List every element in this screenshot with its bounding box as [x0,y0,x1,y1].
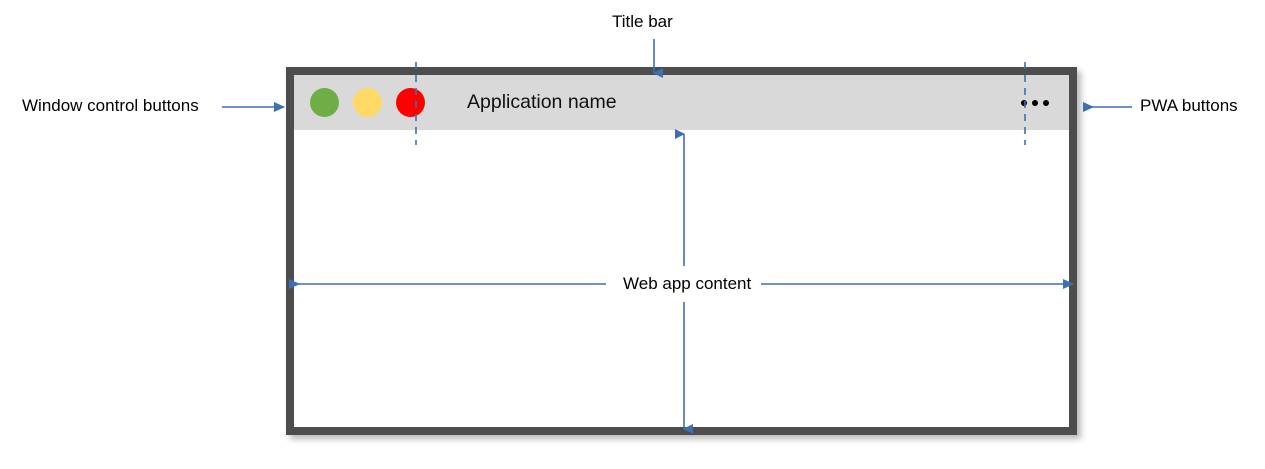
window-control-buttons [310,88,425,117]
ellipsis-dot [1032,99,1038,106]
application-window: Application name [286,67,1077,435]
title-bar[interactable]: Application name [294,75,1069,130]
ellipsis-dot [1043,99,1049,106]
maximize-button-icon[interactable] [396,88,425,117]
annotation-label-window-controls: Window control buttons [22,96,199,115]
annotation-label-title-bar: Title bar [612,12,673,31]
ellipsis-dot [1021,99,1027,106]
annotation-label-pwa-buttons: PWA buttons [1140,96,1238,115]
pwa-ellipsis-icon[interactable] [1013,94,1057,112]
application-title: Application name [467,91,617,113]
annotation-label-web-app-content: Web app content [613,274,762,294]
minimize-button-icon[interactable] [353,88,382,117]
close-button-icon[interactable] [310,88,339,117]
